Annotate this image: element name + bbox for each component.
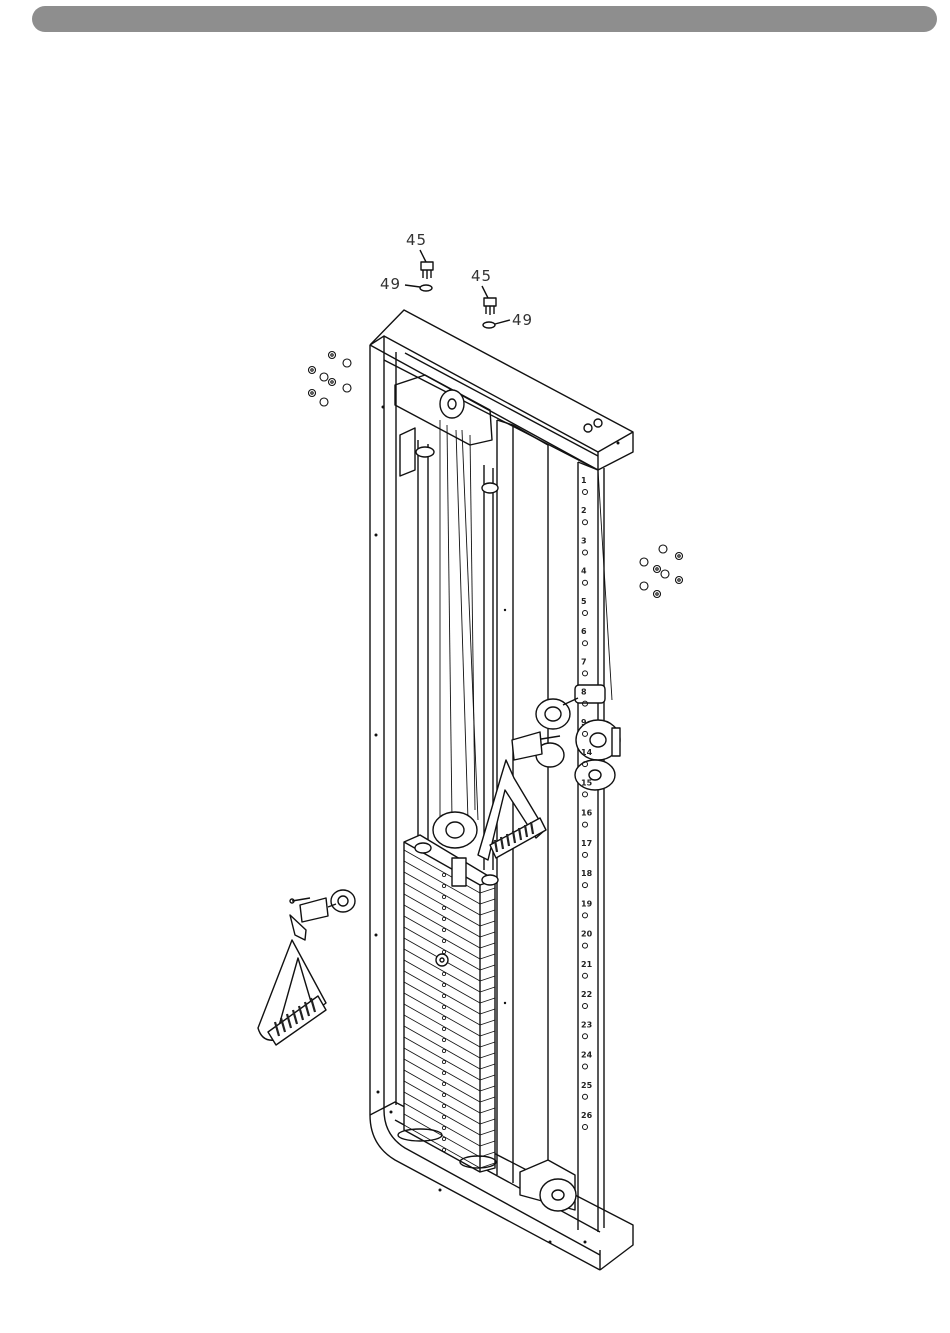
top-bolt-left xyxy=(421,262,433,279)
column-position-label: 26 xyxy=(581,1111,593,1120)
column-position-label: 15 xyxy=(581,778,593,787)
column-position-label: 3 xyxy=(581,536,587,545)
column-position-label: 5 xyxy=(581,597,587,606)
column-position-label: 6 xyxy=(581,627,587,636)
column-position-label: 18 xyxy=(581,869,593,878)
column-adjust-hole xyxy=(583,671,588,676)
column-adjust-hole xyxy=(583,641,588,646)
column-adjust-hole xyxy=(583,1094,588,1099)
bottom-pulley xyxy=(520,1160,576,1211)
top-washer-right xyxy=(483,322,495,328)
top-bolt-right xyxy=(484,298,496,315)
column-position-label: 23 xyxy=(581,1020,592,1029)
column-position-label: 19 xyxy=(581,899,593,908)
column-adjust-hole xyxy=(583,943,588,948)
column-position-label: 14 xyxy=(581,748,593,757)
callout-45-left: 45 xyxy=(406,231,427,249)
column-adjust-hole xyxy=(583,1064,588,1069)
callout-49-left: 49 xyxy=(380,275,401,293)
column-position-label: 25 xyxy=(581,1081,593,1090)
column-adjust-hole xyxy=(583,1034,588,1039)
column-position-label: 22 xyxy=(581,990,592,999)
column-position-label: 2 xyxy=(581,506,587,515)
column-adjust-hole xyxy=(583,883,588,888)
column-adjust-hole xyxy=(583,913,588,918)
column-adjust-hole xyxy=(583,852,588,857)
column-adjust-hole xyxy=(583,610,588,615)
hardware-cluster-left xyxy=(309,352,352,407)
callout-49-right: 49 xyxy=(512,311,533,329)
column-adjust-hole xyxy=(583,580,588,585)
mounted-handle xyxy=(478,760,546,860)
column-adjust-hole xyxy=(583,490,588,495)
column-adjust-hole xyxy=(583,520,588,525)
column-adjust-hole xyxy=(583,550,588,555)
callout-45-right: 45 xyxy=(471,267,492,285)
column-position-label: 24 xyxy=(581,1051,593,1060)
column-position-label: 16 xyxy=(581,809,593,818)
weight-stack xyxy=(398,812,498,1172)
column-position-label: 17 xyxy=(581,839,592,848)
column-adjust-hole xyxy=(583,822,588,827)
column-position-label: 8 xyxy=(581,688,587,697)
column-position-label: 7 xyxy=(581,657,587,666)
column-position-label: 9 xyxy=(581,718,587,727)
top-washer-left xyxy=(420,285,432,291)
hardware-cluster-right xyxy=(640,545,683,598)
column-position-label: 1 xyxy=(581,476,587,485)
pulley-carriage xyxy=(512,685,620,790)
column-adjust-hole xyxy=(583,792,588,797)
column-position-label: 21 xyxy=(581,960,593,969)
column-position-label: 4 xyxy=(581,567,587,576)
loose-handle xyxy=(258,890,355,1045)
column-position-label: 20 xyxy=(581,930,593,939)
column-adjust-hole xyxy=(583,973,588,978)
column-adjust-hole xyxy=(583,1004,588,1009)
column-adjust-hole xyxy=(583,1125,588,1130)
